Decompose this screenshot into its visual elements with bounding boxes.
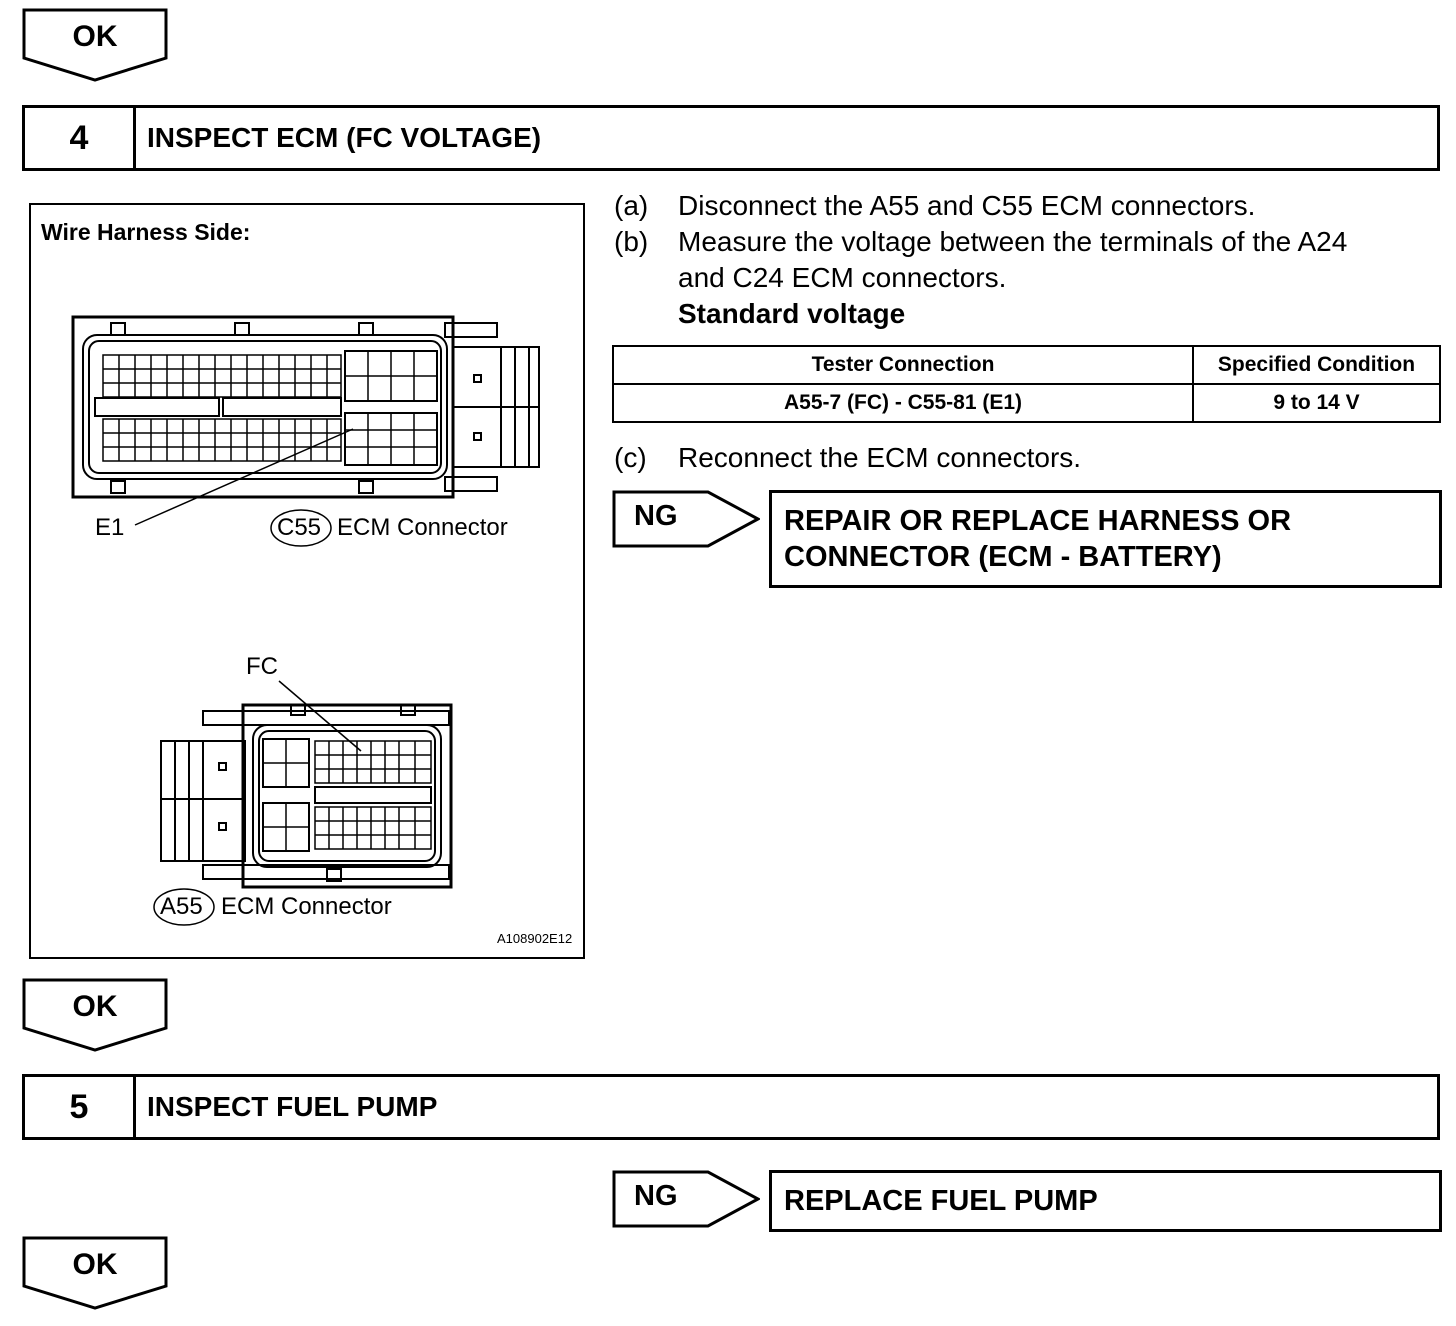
ok-arrow-3: OK bbox=[22, 1236, 168, 1310]
c55-connector-drawing bbox=[71, 315, 540, 926]
result-box-replace-fuel-pump: REPLACE FUEL PUMP bbox=[769, 1170, 1442, 1232]
ok-label: OK bbox=[72, 1248, 118, 1281]
instruction-label: (a) bbox=[614, 190, 649, 221]
c55-code: C55 bbox=[277, 514, 322, 541]
instruction-label: (c) bbox=[614, 442, 647, 473]
table-cell: A55-7 (FC) - C55-81 (E1) bbox=[612, 383, 1194, 423]
table-header-row: Tester Connection Specified Condition bbox=[612, 345, 1441, 385]
connector-diagram: Wire Harness Side: bbox=[29, 203, 585, 959]
instruction-text: Disconnect the A55 and C55 ECM connector… bbox=[678, 190, 1256, 221]
step-5-header: 5 INSPECT FUEL PUMP bbox=[22, 1074, 1440, 1140]
pentagon-arrow-icon bbox=[612, 490, 760, 548]
result-text-line: REPAIR OR REPLACE HARNESS OR bbox=[784, 505, 1292, 537]
ng-label: NG bbox=[634, 500, 678, 532]
c55-connector-label: ECM Connector bbox=[337, 514, 508, 541]
instruction-text: and C24 ECM connectors. bbox=[678, 262, 1007, 293]
table-header: Specified Condition bbox=[1192, 345, 1441, 385]
ok-label: OK bbox=[72, 990, 118, 1023]
ng-arrow-1: NG bbox=[612, 490, 760, 548]
ok-label: OK bbox=[72, 20, 118, 53]
fc-label: FC bbox=[246, 653, 278, 680]
step-number: 5 bbox=[25, 1077, 136, 1137]
table-cell: 9 to 14 V bbox=[1192, 383, 1441, 423]
diagram-title: Wire Harness Side: bbox=[41, 219, 251, 245]
ng-arrow-2: NG bbox=[612, 1170, 760, 1228]
spec-table: Tester Connection Specified Condition A5… bbox=[612, 345, 1441, 423]
e1-label: E1 bbox=[95, 514, 125, 541]
ok-arrow-2: OK bbox=[22, 978, 168, 1052]
pentagon-arrow-icon bbox=[22, 978, 168, 1052]
pentagon-arrow-icon bbox=[22, 8, 168, 82]
standard-label: Standard voltage bbox=[678, 298, 906, 329]
figure-reference: A108902E12 bbox=[497, 931, 573, 946]
a55-code: A55 bbox=[160, 893, 203, 920]
instruction-text: Measure the voltage between the terminal… bbox=[678, 226, 1348, 257]
instruction-text: Reconnect the ECM connectors. bbox=[678, 442, 1082, 473]
step-title: INSPECT ECM (FC VOLTAGE) bbox=[147, 122, 542, 153]
step-title: INSPECT FUEL PUMP bbox=[147, 1091, 438, 1122]
table-header: Tester Connection bbox=[612, 345, 1194, 385]
table-row: A55-7 (FC) - C55-81 (E1) 9 to 14 V bbox=[612, 383, 1441, 423]
pentagon-arrow-icon bbox=[22, 1236, 168, 1310]
result-text-line: CONNECTOR (ECM - BATTERY) bbox=[784, 541, 1222, 573]
a55-connector-label: ECM Connector bbox=[221, 893, 392, 920]
result-box-repair-harness: REPAIR OR REPLACE HARNESS OR CONNECTOR (… bbox=[769, 490, 1442, 588]
step-number: 4 bbox=[25, 108, 136, 168]
step-4-header: 4 INSPECT ECM (FC VOLTAGE) bbox=[22, 105, 1440, 171]
ng-label: NG bbox=[634, 1180, 678, 1212]
instruction-label: (b) bbox=[614, 226, 649, 257]
ok-arrow-1: OK bbox=[22, 8, 168, 82]
result-text-line: REPLACE FUEL PUMP bbox=[784, 1185, 1098, 1217]
pentagon-arrow-icon bbox=[612, 1170, 760, 1228]
